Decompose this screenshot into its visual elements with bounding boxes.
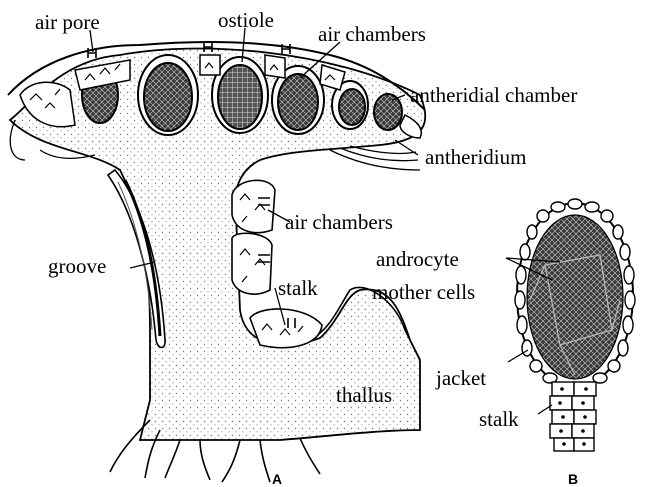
label-stalk-a: stalk [278,278,318,299]
label-thallus: thallus [336,385,392,406]
label-stalk-b: stalk [479,409,519,430]
label-antheridial-chamber: antheridial chamber [410,85,577,106]
figure-letter-b: B [568,471,578,487]
label-air-chambers-side: air chambers [285,212,393,233]
label-antheridium: antheridium [425,147,526,168]
label-air-chambers-top: air chambers [318,24,426,45]
label-jacket: jacket [436,368,486,389]
stalk-cells-b [550,382,596,451]
label-ostiole: ostiole [218,10,274,31]
label-air-pore: air pore [35,12,100,33]
air-chambers-side [232,180,322,347]
figure-letter-a: A [272,471,282,487]
label-androcyte-line1: androcyte [376,249,459,270]
label-groove: groove [48,256,106,277]
label-androcyte-line2: mother cells [372,282,475,303]
